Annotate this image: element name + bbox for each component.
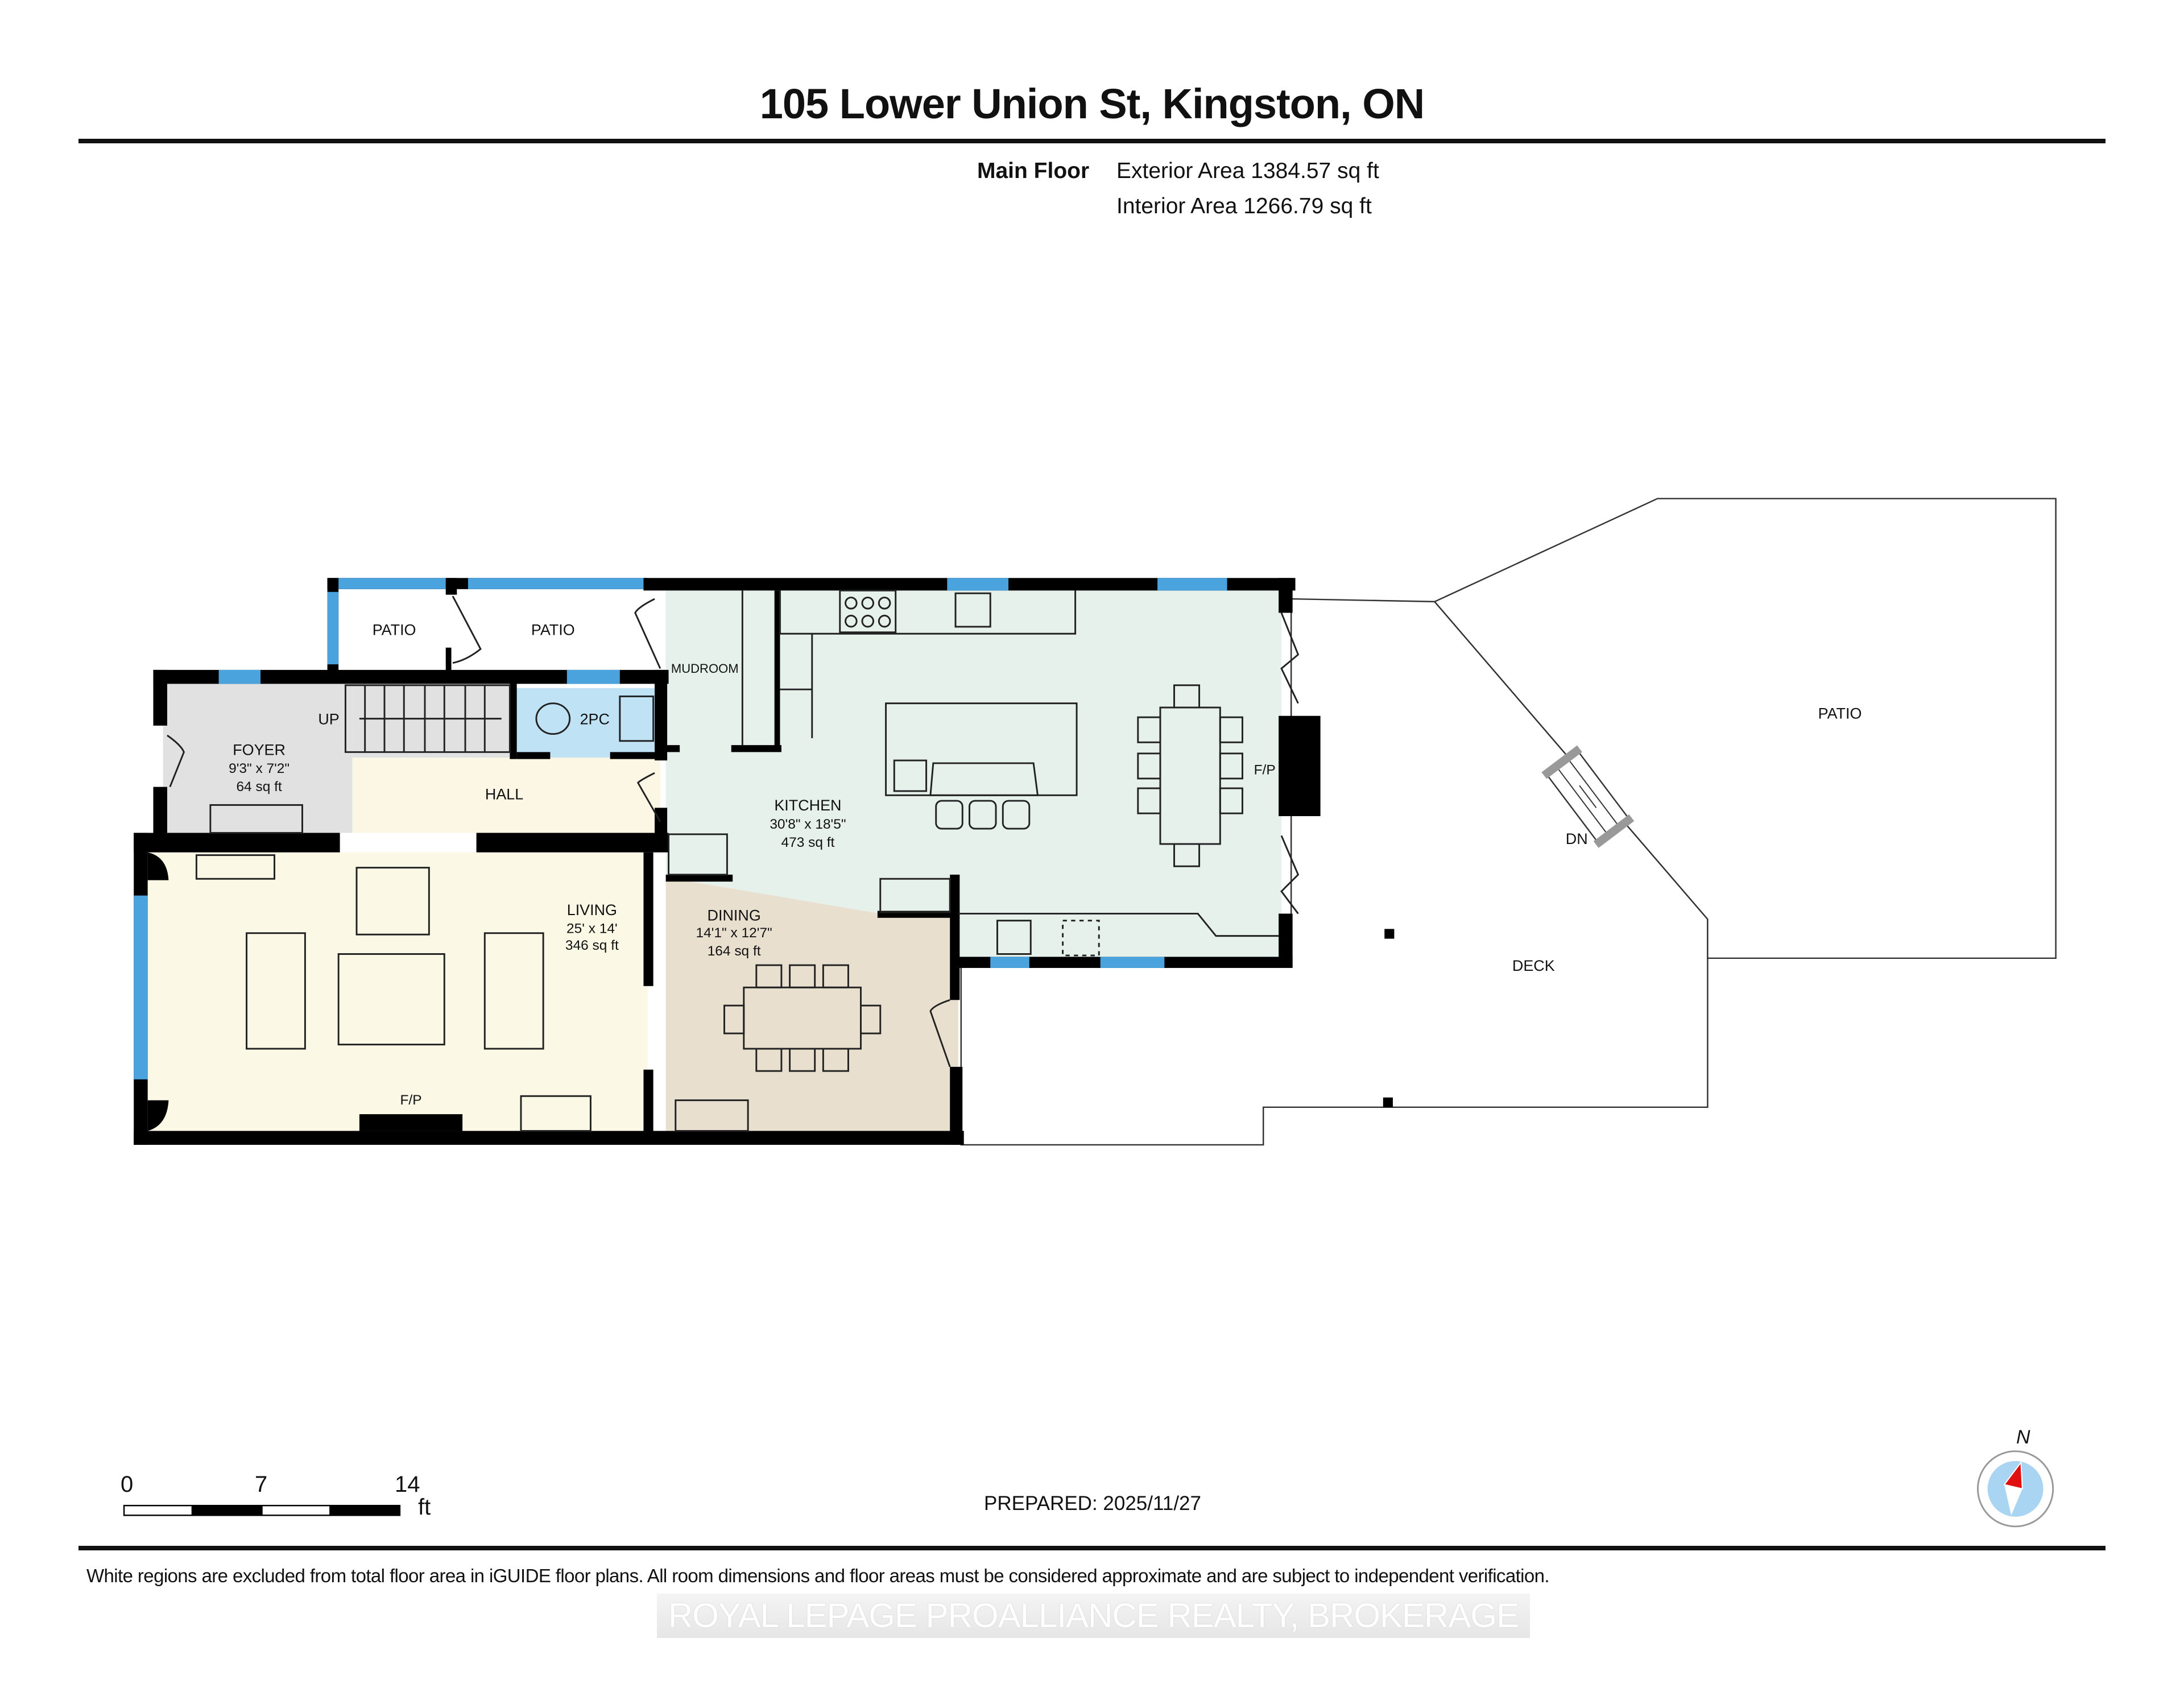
dining-dims: 14'1" x 12'7" [696,925,772,941]
label-powder-room: 2PC [580,710,610,727]
deck-post [1383,1097,1393,1107]
furniture [167,589,1300,1132]
scale-unit: ft [418,1495,431,1520]
label-deck-stairs-down: DN [1566,830,1588,847]
footer-divider [78,1546,2106,1550]
label-stairs-up: UP [318,710,339,727]
living-area: 346 sq ft [565,938,619,953]
scale-tick-14: 14 [395,1472,420,1497]
label-kitchen: KITCHEN [774,797,841,814]
disclaimer-text: White regions are excluded from total fl… [86,1565,1550,1586]
page-title: 105 Lower Union St, Kingston, ON [759,80,1425,127]
windows [134,578,1227,1079]
living-fill [146,852,648,1137]
kitchen-dims: 30'8" x 18'5" [770,817,846,832]
kitchen-fireplace [1279,715,1321,817]
dining-area: 164 sq ft [708,944,761,959]
floor-label: Main Floor [977,159,1090,183]
label-dining: DINING [708,907,761,924]
prepared-date: PREPARED: 2025/11/27 [984,1492,1201,1515]
label-deck: DECK [1512,957,1555,974]
scale-tick-7: 7 [255,1472,268,1497]
scale-bar [123,1504,401,1516]
label-patio-mid: PATIO [531,622,575,639]
label-mudroom: MUDROOM [671,661,739,676]
patio-right-outline [1433,498,2057,959]
label-patio-right: PATIO [1818,705,1862,722]
deck-stairs [1541,745,1635,848]
kitchen-area: 473 sq ft [781,835,834,850]
foyer-dims: 9'3" x 7'2" [229,761,289,776]
title-divider [78,139,2106,143]
label-living: LIVING [567,901,617,919]
powder-room-fill [515,688,660,758]
foyer-area: 64 sq ft [236,779,282,795]
living-fireplace-label: F/P [400,1093,421,1108]
compass-north-label: N [2016,1426,2030,1448]
hall-fill [352,758,660,833]
label-hall: HALL [485,786,523,803]
patio-left-fill [336,588,648,672]
stair-fill [352,682,516,758]
compass-icon [1976,1450,2054,1528]
brokerage-watermark: ROYAL LEPAGE PROALLIANCE REALTY, BROKERA… [657,1594,1530,1638]
kitchen-fireplace-label: F/P [1254,763,1276,778]
foyer-fill [163,682,353,833]
kitchen-fill [665,588,1282,958]
dining-fill [665,877,958,1137]
label-patio-left: PATIO [373,622,416,639]
exterior-area: Exterior Area 1384.57 sq ft [1116,159,1379,183]
deck-post [1384,929,1395,939]
interior-area: Interior Area 1266.79 sq ft [1116,194,1372,218]
living-dims: 25' x 14' [566,921,618,937]
label-foyer: FOYER [233,741,286,758]
scale-tick-0: 0 [121,1472,134,1497]
